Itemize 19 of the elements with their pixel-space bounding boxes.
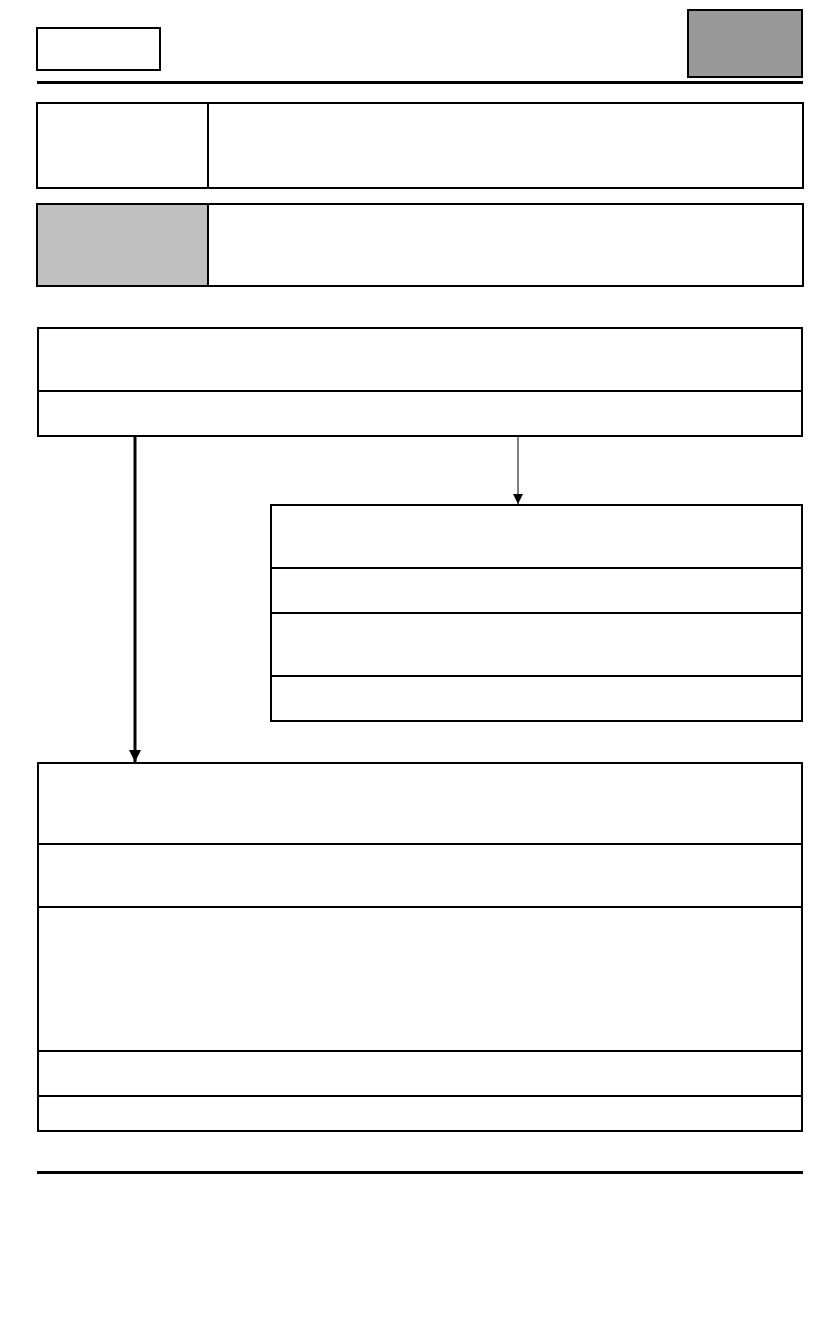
table-row (37, 843, 803, 908)
arrow (513, 436, 523, 505)
label-field (36, 102, 209, 189)
header-box (36, 27, 161, 71)
table-row (270, 504, 803, 569)
table-row (37, 327, 803, 392)
table-row (270, 612, 803, 677)
table-row (270, 567, 803, 614)
table-row (270, 675, 803, 722)
table-row (37, 390, 803, 437)
arrow (129, 437, 141, 762)
table-row (37, 906, 803, 1052)
shaded-field (36, 203, 209, 287)
entry-field (207, 203, 804, 287)
shaded-box (687, 9, 803, 78)
entry-field (207, 102, 804, 189)
table-row (37, 762, 803, 845)
table-row (37, 1095, 803, 1132)
table-row (37, 1050, 803, 1097)
